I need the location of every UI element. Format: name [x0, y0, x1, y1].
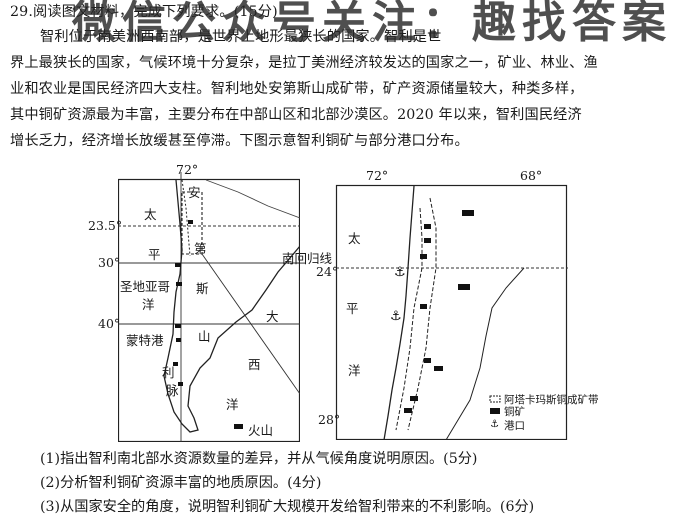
- label-an: 安: [188, 185, 201, 200]
- question-intro-line-1: 29.阅读图文材料，完成下列要求。(15分): [10, 4, 278, 20]
- lat-label-40: 40°: [98, 316, 121, 331]
- lon-label-72-detail: 72°: [366, 168, 389, 183]
- detail-map: ⚓ ⚓ ⚓ 72° 68° 太 南回归线 24° 平 洋 28° 阿塔卡玛斯铜成…: [282, 168, 599, 441]
- subquestion-3: (3)从国家安全的角度，说明智利铜矿大规模开发给智利带来的不利影响。(6分): [40, 499, 535, 515]
- tropic-label: 南回归线: [282, 251, 333, 266]
- legend-copper-label: 铜矿: [504, 406, 525, 418]
- label-montt: 蒙特港: [126, 333, 164, 348]
- overview-map-drawing: [117, 172, 301, 443]
- label-da: 大: [266, 309, 279, 324]
- label-tai-detail: 太: [348, 231, 361, 246]
- svg-text:⚓: ⚓: [390, 309, 402, 324]
- legend-volcano-label: 火山: [248, 423, 274, 438]
- lat-label-30: 30°: [98, 255, 121, 270]
- lat-label-28: 28°: [318, 412, 341, 427]
- detail-map-drawing: ⚓ ⚓ ⚓: [335, 184, 568, 441]
- subquestion-2: (2)分析智利铜矿资源丰富的地质原因。(4分): [40, 475, 322, 491]
- label-si: 斯: [196, 281, 209, 296]
- label-yang2: 洋: [226, 397, 239, 412]
- legend-belt-label: 阿塔卡玛斯铜成矿带: [504, 394, 599, 406]
- lon-label-72: 72°: [176, 162, 199, 177]
- question-intro-line-2: 智利位于南美洲西南部，是世界上地形最狭长的国家。智利是世: [40, 29, 442, 45]
- lon-label-68-detail: 68°: [520, 168, 543, 183]
- label-yang: 洋: [142, 297, 155, 312]
- svg-text:⚓: ⚓: [394, 265, 406, 280]
- subquestion-1: (1)指出智利南北部水资源数量的差异，并从气候角度说明原因。(5分): [40, 451, 478, 467]
- legend-port-label: 港口: [504, 420, 525, 432]
- lat-label-23-5: 23.5°: [88, 218, 123, 233]
- label-yang-detail: 洋: [348, 363, 361, 378]
- question-intro-line-3: 界上最狭长的国家，气候环境十分复杂，是拉丁美洲经济较发达的国家之一，矿业、林业、…: [10, 55, 598, 71]
- label-ping-detail: 平: [346, 301, 359, 316]
- label-ping: 平: [148, 247, 161, 262]
- label-tai: 太: [144, 207, 157, 222]
- label-santiago: 圣地亚哥: [120, 279, 171, 294]
- question-intro-line-6: 增长乏力，经济增长放缓甚至停滞。下图示意智利铜矿与部分港口分布。: [10, 133, 469, 149]
- question-intro-line-4: 业和农业是国民经济四大支柱。智利地处安第斯山成矿带，矿产资源储量较大，种类多样，: [10, 81, 584, 97]
- label-li: 利: [162, 365, 175, 380]
- lat-label-24: 24°: [316, 264, 339, 279]
- label-xi: 西: [248, 357, 261, 372]
- label-di: 第: [194, 241, 207, 256]
- watermark-text: 微信公众号关注：趣找答案: [72, 0, 672, 48]
- question-intro-line-5: 其中铜矿资源最为丰富，主要分布在中部山区和北部沙漠区。2020 年以来，智利国民…: [10, 107, 582, 123]
- overview-map: 72° 23.5° 30° 40° 安 太 第 平 圣地亚哥 斯 洋 大 山 蒙…: [88, 162, 301, 443]
- label-mai: 脉: [166, 383, 179, 398]
- svg-text:⚓: ⚓: [490, 419, 499, 430]
- label-shan: 山: [198, 329, 211, 344]
